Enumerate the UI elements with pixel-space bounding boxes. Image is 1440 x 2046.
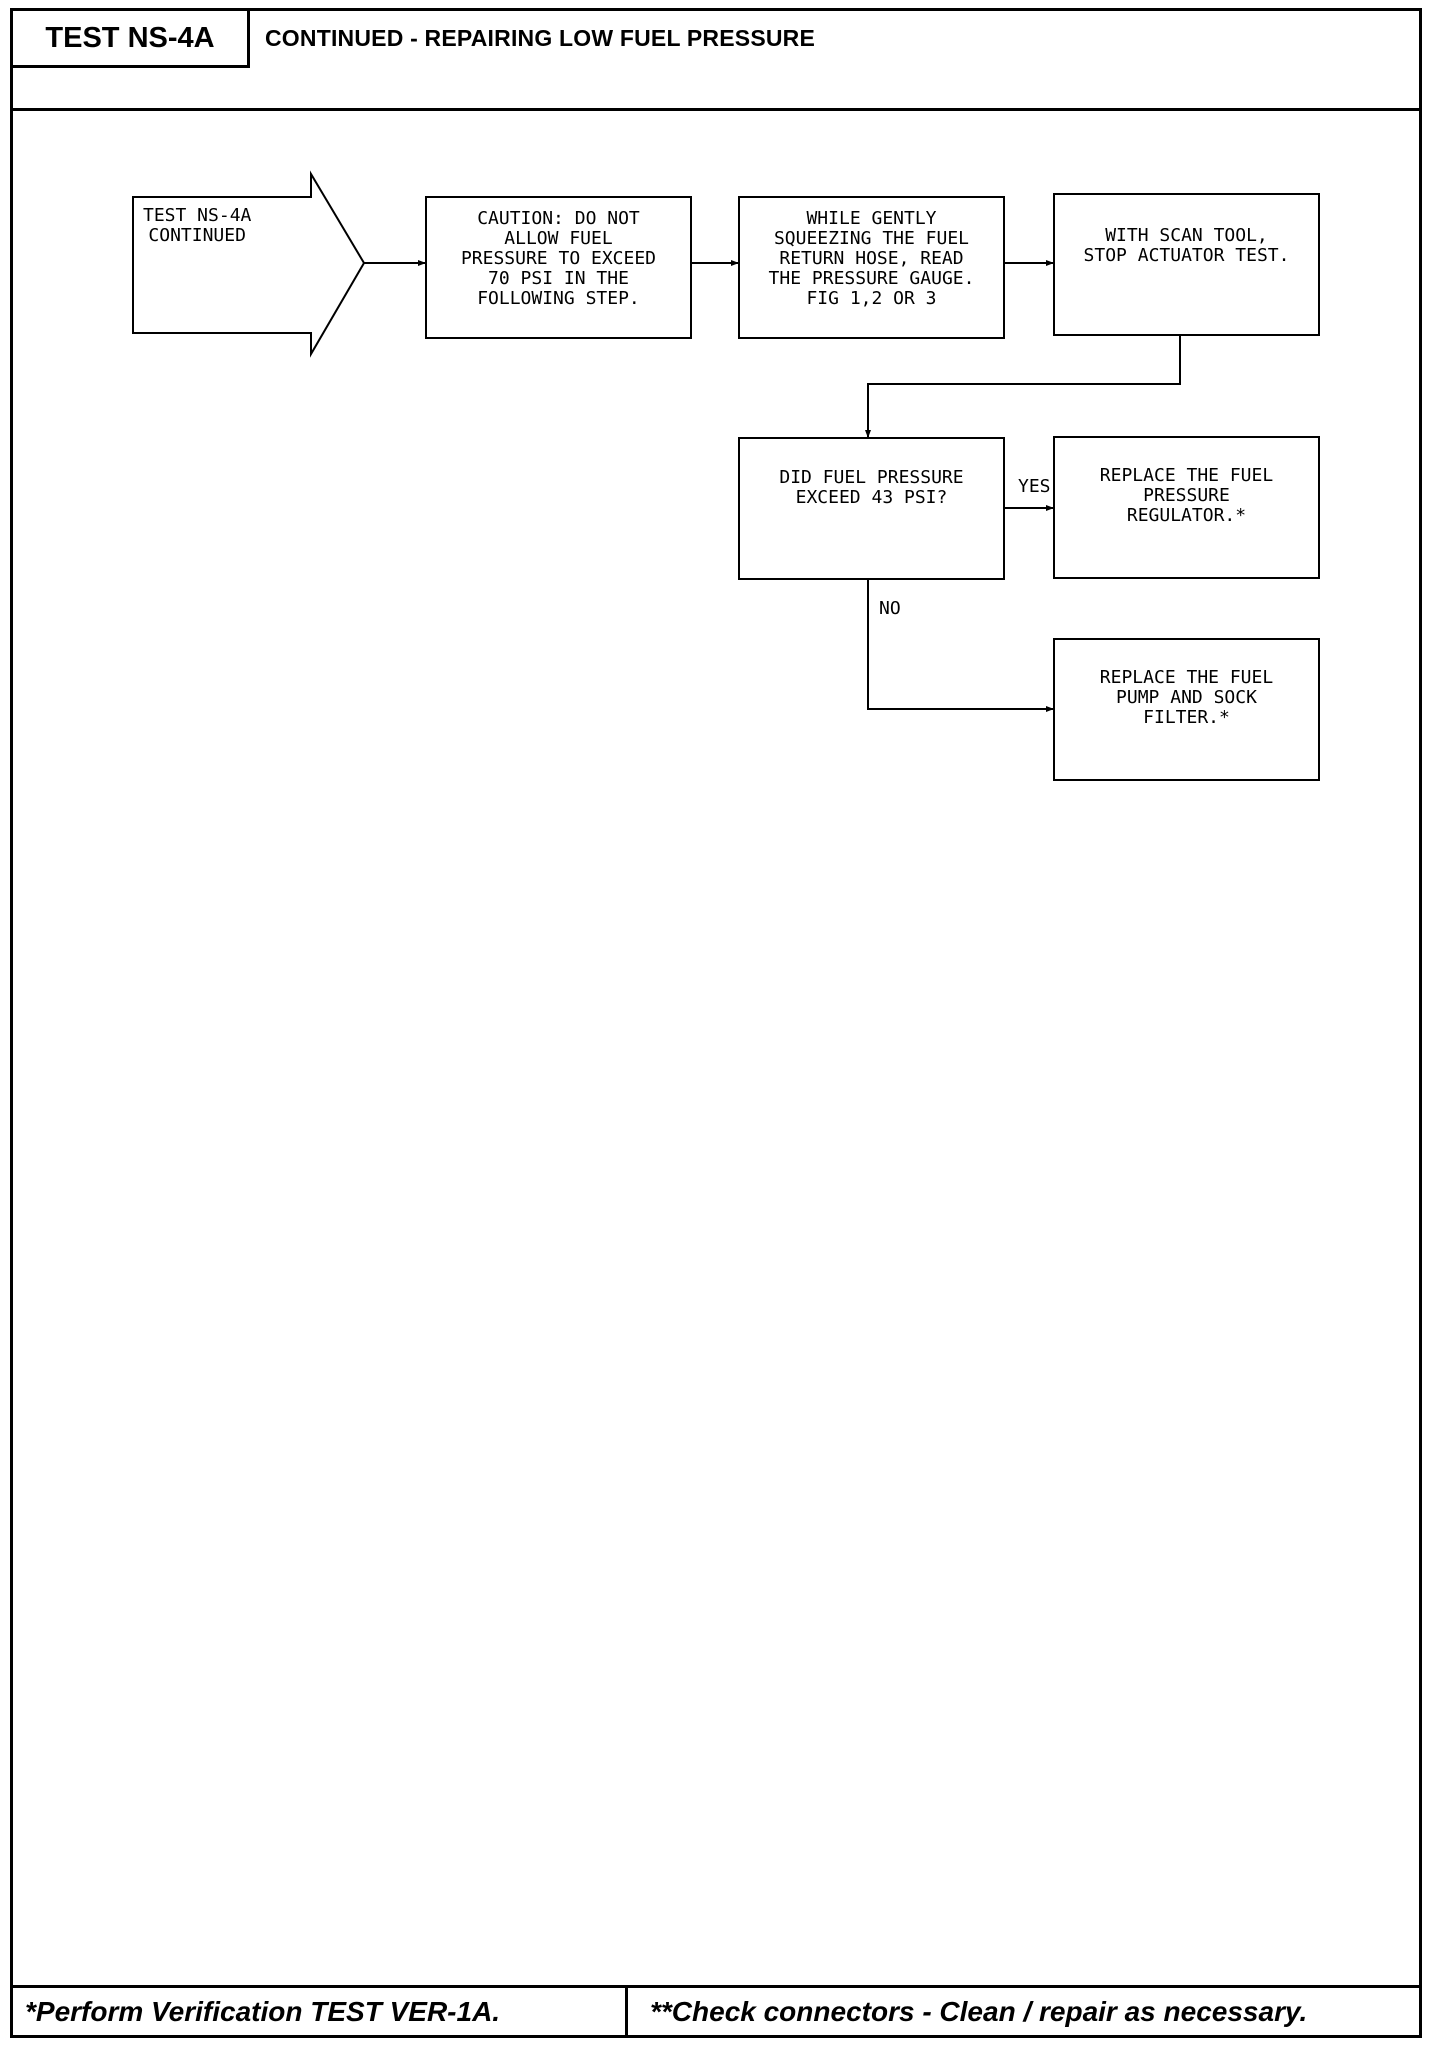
footer-note-connectors: **Check connectors - Clean / repair as n… [650, 1995, 1308, 2027]
test-id: TEST NS-4A [13, 11, 250, 68]
page-footer: *Perform Verification TEST VER-1A. **Che… [13, 1985, 1419, 2035]
caution-box [425, 196, 692, 339]
page-header: TEST NS-4A CONTINUED - REPAIRING LOW FUE… [13, 11, 1419, 111]
flowchart [132, 170, 1320, 781]
caution-node-text: CAUTION: DO NOT ALLOW FUEL PRESSURE TO E… [460, 208, 657, 309]
diagnostic-page: TEST NS-4A CONTINUED - REPAIRING LOW FUE… [10, 8, 1422, 2038]
squeeze-box [738, 196, 1005, 339]
decision-box [738, 437, 1005, 580]
start-arrow-shape [132, 170, 366, 358]
connector-stop-decision [865, 335, 1181, 438]
connector-decision-no [867, 579, 1054, 712]
no-label: NO [879, 598, 901, 619]
stop-test-box [1053, 193, 1320, 336]
page-title: CONTINUED - REPAIRING LOW FUEL PRESSURE [265, 25, 816, 51]
yes-label: YES [1018, 476, 1051, 497]
footer-note-verification: *Perform Verification TEST VER-1A. [13, 1988, 628, 2035]
squeeze-node-text: WHILE GENTLY SQUEEZING THE FUEL RETURN H… [768, 208, 975, 309]
stop-test-node-text: WITH SCAN TOOL, STOP ACTUATOR TEST. [1083, 225, 1290, 266]
start-node-text: TEST NS-4A CONTINUED [143, 205, 252, 246]
replace-pump-node-text: REPLACE THE FUEL PUMP AND SOCK FILTER.* [1099, 667, 1274, 728]
replace-regulator-box [1053, 436, 1320, 579]
decision-node-text: DID FUEL PRESSURE EXCEED 43 PSI? [779, 467, 964, 508]
replace-pump-box [1053, 638, 1320, 781]
replace-regulator-node-text: REPLACE THE FUEL PRESSURE REGULATOR.* [1099, 465, 1274, 526]
